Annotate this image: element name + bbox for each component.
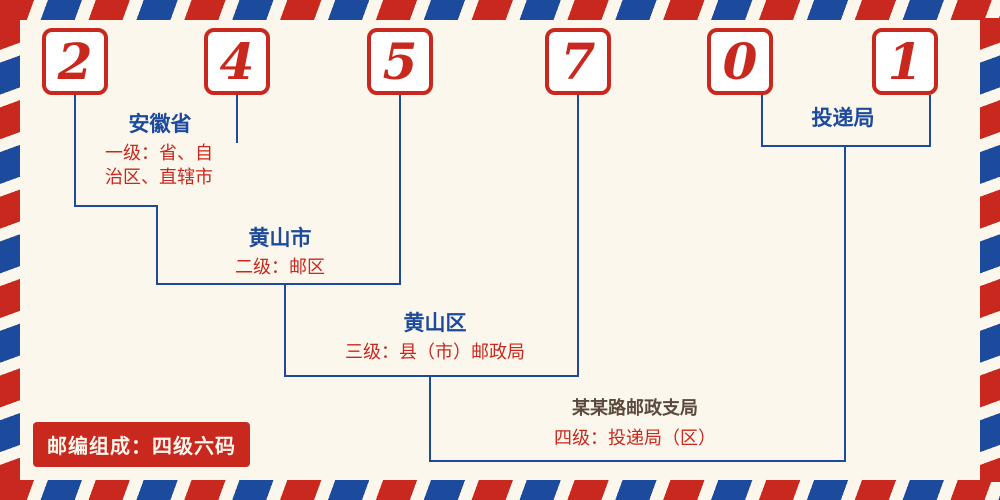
digit-3: 5 [382,31,418,91]
connector-line-level1-horizontal [74,205,158,207]
airmail-border-left [0,18,20,482]
connector-line-level3-to-level4 [429,375,431,460]
digit-4: 7 [560,31,596,91]
connector-line-digit3-down [399,95,401,283]
connector-line-delivery-to-level4 [844,145,846,460]
level4-title: 某某路邮政支局 [572,398,698,419]
level3-title: 黄山区 [403,311,467,335]
connector-line-level2-horizontal [156,283,401,285]
digit-box-6: 1 [872,28,938,95]
digit-box-2: 4 [204,28,270,95]
connector-line-level2-to-level3 [284,283,286,375]
connector-line-digit1-down [74,95,76,205]
digit-2: 4 [219,31,255,91]
connector-line-digit5-down [761,95,763,145]
connector-line-digit6-down [929,95,931,145]
connector-line-digit4-down [577,95,579,375]
level2-title: 黄山市 [248,226,312,250]
digit-5: 0 [722,31,758,91]
connector-line-level1-to-level2 [156,205,158,283]
level1-title: 安徽省 [128,112,192,136]
digit-1: 2 [57,31,93,91]
digit-box-4: 7 [545,28,611,95]
connector-line-delivery-horizontal [761,145,931,147]
connector-line-level3-horizontal [284,375,579,377]
level2-desc: 二级：邮区 [235,257,325,278]
digit-box-5: 0 [707,28,773,95]
connector-line-digit2-down [236,95,238,143]
airmail-border-right [980,18,1000,482]
level1-desc: 一级：省、自治区、直辖市 [105,143,213,189]
level3-desc: 三级：县（市）邮政局 [345,342,525,363]
level4-desc: 四级：投递局（区） [554,428,716,449]
airmail-border-bottom [0,480,1000,500]
postal-code-composition-badge: 邮编组成：四级六码 [33,422,250,467]
airmail-border-top [0,0,1000,20]
digit-box-3: 5 [367,28,433,95]
digit-6: 1 [887,31,923,91]
delivery-office-title: 投递局 [811,106,875,130]
connector-line-level4-horizontal [429,460,846,462]
digit-box-1: 2 [42,28,108,95]
